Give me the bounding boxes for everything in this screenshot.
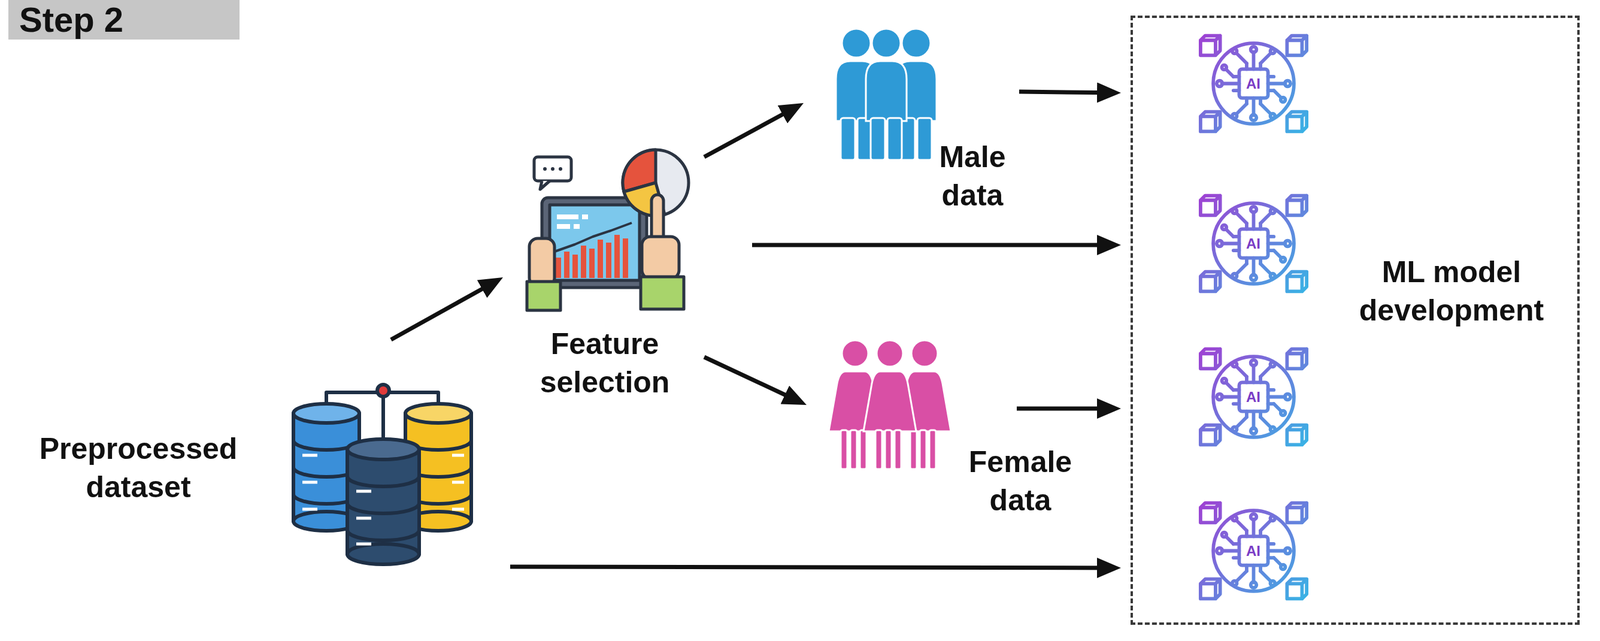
feature-selection-icon <box>641 236 680 279</box>
feature-selection-icon <box>589 248 595 278</box>
database-icon <box>377 384 390 397</box>
feature-selection-icon <box>526 281 561 311</box>
feature-selection-icon <box>597 239 603 278</box>
dataset-node: Preprocessed dataset <box>291 382 472 562</box>
flow-arrow <box>391 283 493 340</box>
feature-selection-icon <box>614 234 620 278</box>
database-icon <box>356 491 372 544</box>
feature-selection-node: Feature selection <box>514 153 695 420</box>
chip-label: AI <box>1235 234 1272 253</box>
feature-selection-icon <box>526 149 689 311</box>
node-label: Male data <box>924 137 1021 215</box>
female-data-node: Female data <box>831 339 955 473</box>
male-data-node: Male data <box>828 28 939 161</box>
database-icon <box>405 403 472 423</box>
flow-arrow <box>510 566 1109 568</box>
node-label: Preprocessed dataset <box>12 429 265 506</box>
ai-model-icon <box>1200 195 1307 292</box>
female-group-icon <box>863 340 917 469</box>
ai-model-icon <box>1200 35 1307 599</box>
ai-model-icon <box>1200 35 1307 132</box>
database-icon <box>347 438 420 460</box>
feature-selection-icon <box>580 245 587 278</box>
ai-model-icon <box>1200 349 1307 445</box>
ml-model-box: ML model development <box>1130 15 1580 625</box>
ai-model-icon <box>1200 502 1307 599</box>
feature-selection-icon <box>556 223 571 229</box>
chip-label: AI <box>1235 541 1272 560</box>
male-group-icon <box>865 28 907 160</box>
feature-selection-icon <box>572 254 578 278</box>
flow-arrow <box>752 243 1109 248</box>
feature-selection-icon <box>555 234 629 278</box>
feature-selection-icon <box>582 214 589 220</box>
database-icon <box>293 403 360 423</box>
chip-label: AI <box>1235 388 1272 406</box>
database-icon <box>302 455 318 509</box>
flow-arrow <box>704 108 793 157</box>
node-label: Feature selection <box>514 324 695 402</box>
database-icon <box>347 476 420 541</box>
connector-group <box>391 91 1109 568</box>
database-icon <box>452 455 465 509</box>
feature-selection-icon <box>555 257 562 278</box>
feature-selection-icon <box>534 156 572 181</box>
feature-selection-icon <box>564 251 570 278</box>
database-icon <box>347 543 420 565</box>
feature-selection-icon <box>558 167 563 171</box>
feature-selection-icon <box>556 214 579 220</box>
database-icon <box>347 449 420 554</box>
feature-selection-icon <box>550 167 555 171</box>
title-banner: Step 2 <box>8 0 240 40</box>
feature-selection-icon <box>640 276 684 309</box>
database-icon <box>293 384 472 565</box>
feature-selection-icon <box>556 214 589 229</box>
feature-selection-icon <box>573 223 580 229</box>
node-label: Female data <box>954 442 1087 520</box>
female-group-icon <box>828 340 951 469</box>
feature-selection-icon <box>540 180 550 190</box>
flow-arrow <box>1016 406 1109 411</box>
feature-selection-icon <box>554 222 632 252</box>
flow-arrow <box>704 356 796 400</box>
node-label: ML model development <box>1325 252 1578 330</box>
feature-selection-icon <box>529 238 555 287</box>
feature-selection-icon <box>622 238 629 278</box>
feature-selection-icon <box>605 242 612 278</box>
feature-selection-icon <box>549 204 640 281</box>
male-group-icon <box>835 28 937 160</box>
flow-arrow <box>1019 91 1109 93</box>
feature-selection-icon <box>543 167 547 171</box>
chip-label: AI <box>1235 74 1272 93</box>
feature-selection-icon <box>541 197 647 288</box>
